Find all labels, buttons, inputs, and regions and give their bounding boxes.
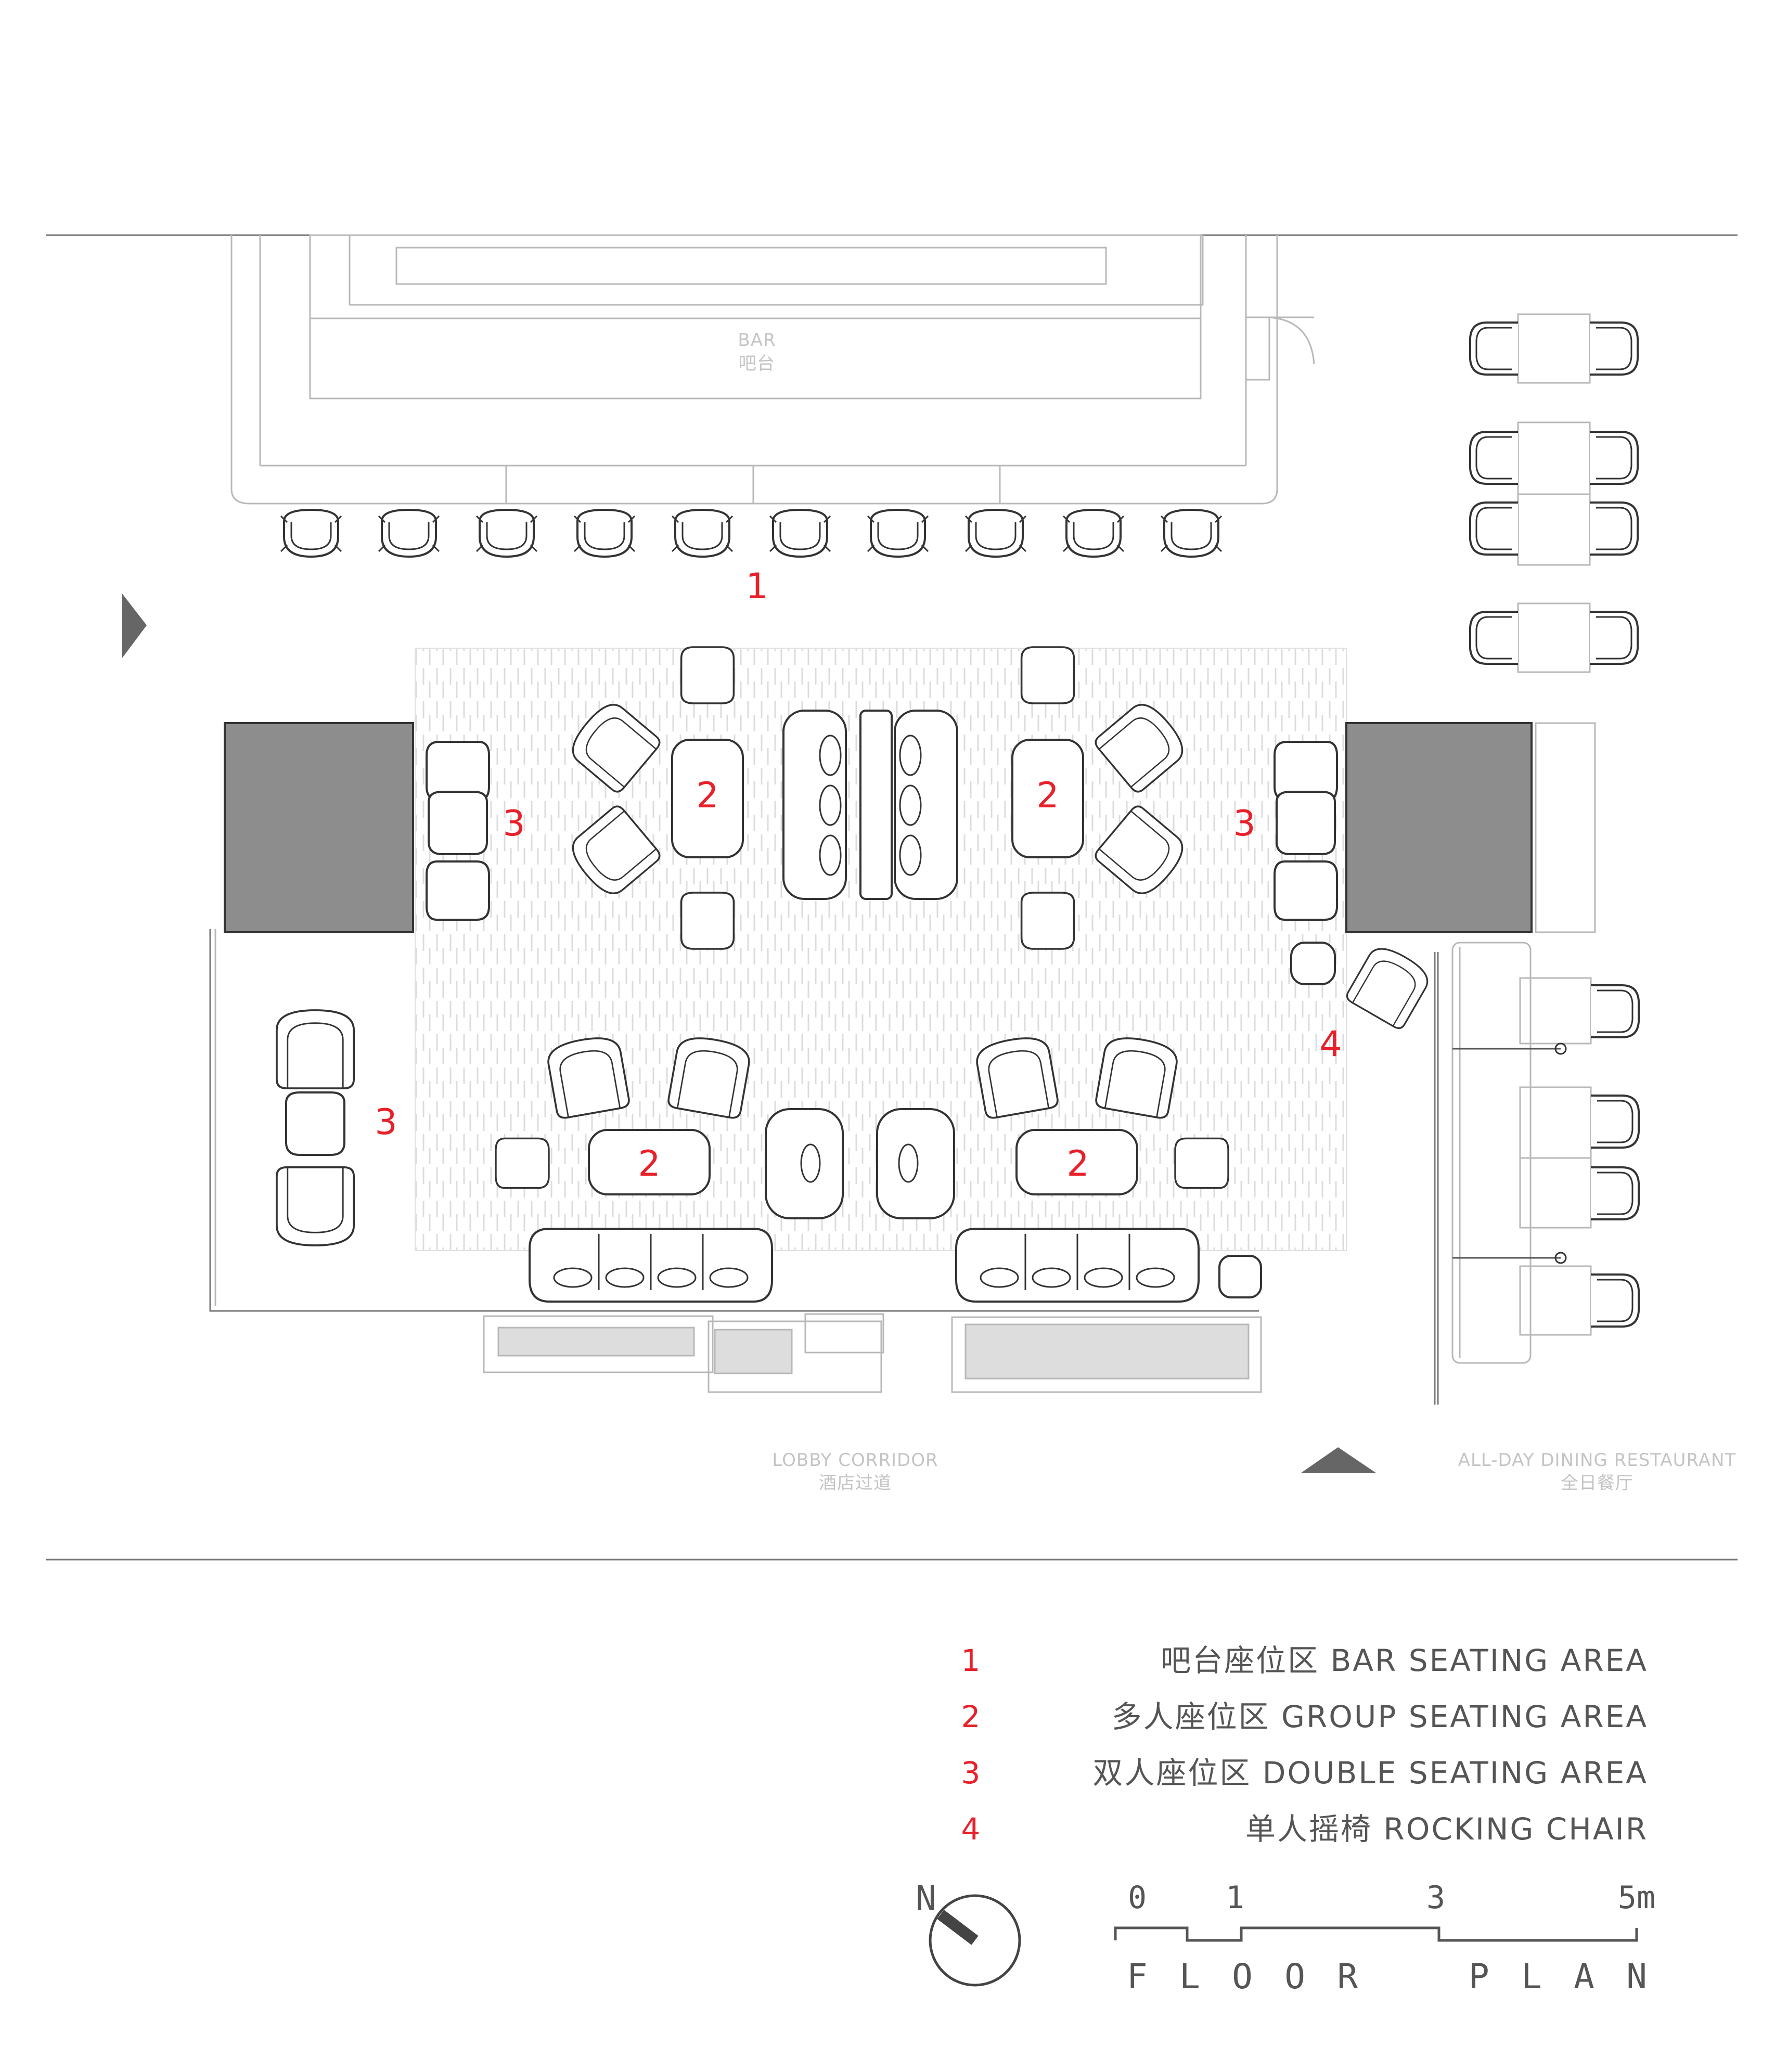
- scale-bar: 0 1 3 5m: [1114, 1880, 1655, 1942]
- bar-stool: [964, 509, 1027, 558]
- zone-number-rocking: 4: [1319, 1024, 1342, 1065]
- zone-number-double-a: 3: [503, 803, 525, 844]
- dining-banquette-east: [1451, 942, 1640, 1364]
- legend-text: 双人座位区 DOUBLE SEATING AREA: [1092, 1755, 1648, 1791]
- zone-number-group-b: 2: [1036, 775, 1059, 816]
- scale-tick-label: 3: [1426, 1880, 1445, 1916]
- dining-tables-north: [1469, 313, 1639, 673]
- dining-label-cn: 全日餐厅: [1561, 1473, 1633, 1494]
- column-block-west: [224, 722, 414, 933]
- double-seating-east: [1274, 741, 1338, 921]
- legend-number: 3: [961, 1755, 981, 1791]
- dining-label-en: ALL-DAY DINING RESTAURANT: [1458, 1450, 1737, 1471]
- scale-tick-label: 0: [1128, 1880, 1147, 1916]
- column-block-east: [1345, 722, 1533, 933]
- legend: 1 吧台座位区 BAR SEATING AREA 2 多人座位区 GROUP S…: [961, 1643, 1648, 1847]
- bar-stool: [378, 509, 440, 558]
- plan-title: F L O O R P L A N: [1127, 1957, 1647, 1997]
- bar-stool: [475, 509, 538, 558]
- bar-stool: [573, 509, 636, 558]
- bar-stool: [867, 509, 929, 558]
- group-seating-upper-left: [563, 646, 744, 950]
- entrance-arrow-west: [122, 593, 147, 659]
- zone-number-group-a: 2: [696, 775, 718, 816]
- group-seating-lower-left: [495, 1033, 844, 1303]
- bar-stools: [280, 509, 1223, 558]
- legend-number: 1: [961, 1643, 981, 1678]
- bar-label-cn: 吧台: [739, 353, 775, 374]
- corridor-label-cn: 酒店过道: [819, 1473, 892, 1494]
- zone-number-group-c: 2: [638, 1143, 660, 1185]
- north-arrow: N: [916, 1878, 1021, 1987]
- bar-stool: [769, 509, 831, 558]
- bar-counter: [230, 234, 1315, 505]
- scale-tick-label: 1: [1226, 1880, 1244, 1916]
- bar-stool: [280, 509, 342, 558]
- scale-tick-label: 5m: [1618, 1880, 1655, 1916]
- east-panel: [1535, 722, 1596, 933]
- bar-stool: [671, 509, 734, 558]
- legend-text: 多人座位区 GROUP SEATING AREA: [1112, 1699, 1648, 1734]
- bar-stool: [1062, 509, 1125, 558]
- entrance-arrow-south: [1301, 1447, 1377, 1473]
- legend-text: 单人摇椅 ROCKING CHAIR: [1245, 1811, 1648, 1847]
- corridor-label-en: LOBBY CORRIDOR: [772, 1450, 938, 1471]
- rocking-chair-area: [1290, 940, 1439, 1405]
- bar-stool: [1160, 509, 1223, 558]
- double-seating-west: [426, 741, 490, 921]
- zone-number-bar: 1: [745, 566, 768, 607]
- west-partition-wall: [209, 929, 1259, 1312]
- central-sofa-pair: [782, 710, 958, 900]
- lobby-planters: [483, 1313, 1262, 1393]
- legend-text: 吧台座位区 BAR SEATING AREA: [1161, 1643, 1648, 1678]
- legend-number: 2: [961, 1699, 981, 1734]
- zone-number-group-d: 2: [1066, 1143, 1089, 1185]
- group-seating-upper-right: [1011, 646, 1192, 950]
- zone-number-double-c: 3: [375, 1102, 397, 1143]
- double-seating-southwest: [276, 1009, 355, 1246]
- bar-label-en: BAR: [738, 330, 776, 351]
- legend-number: 4: [961, 1811, 981, 1847]
- zone-number-double-b: 3: [1233, 803, 1255, 844]
- north-label: N: [916, 1878, 936, 1919]
- group-seating-lower-right: [876, 1033, 1262, 1303]
